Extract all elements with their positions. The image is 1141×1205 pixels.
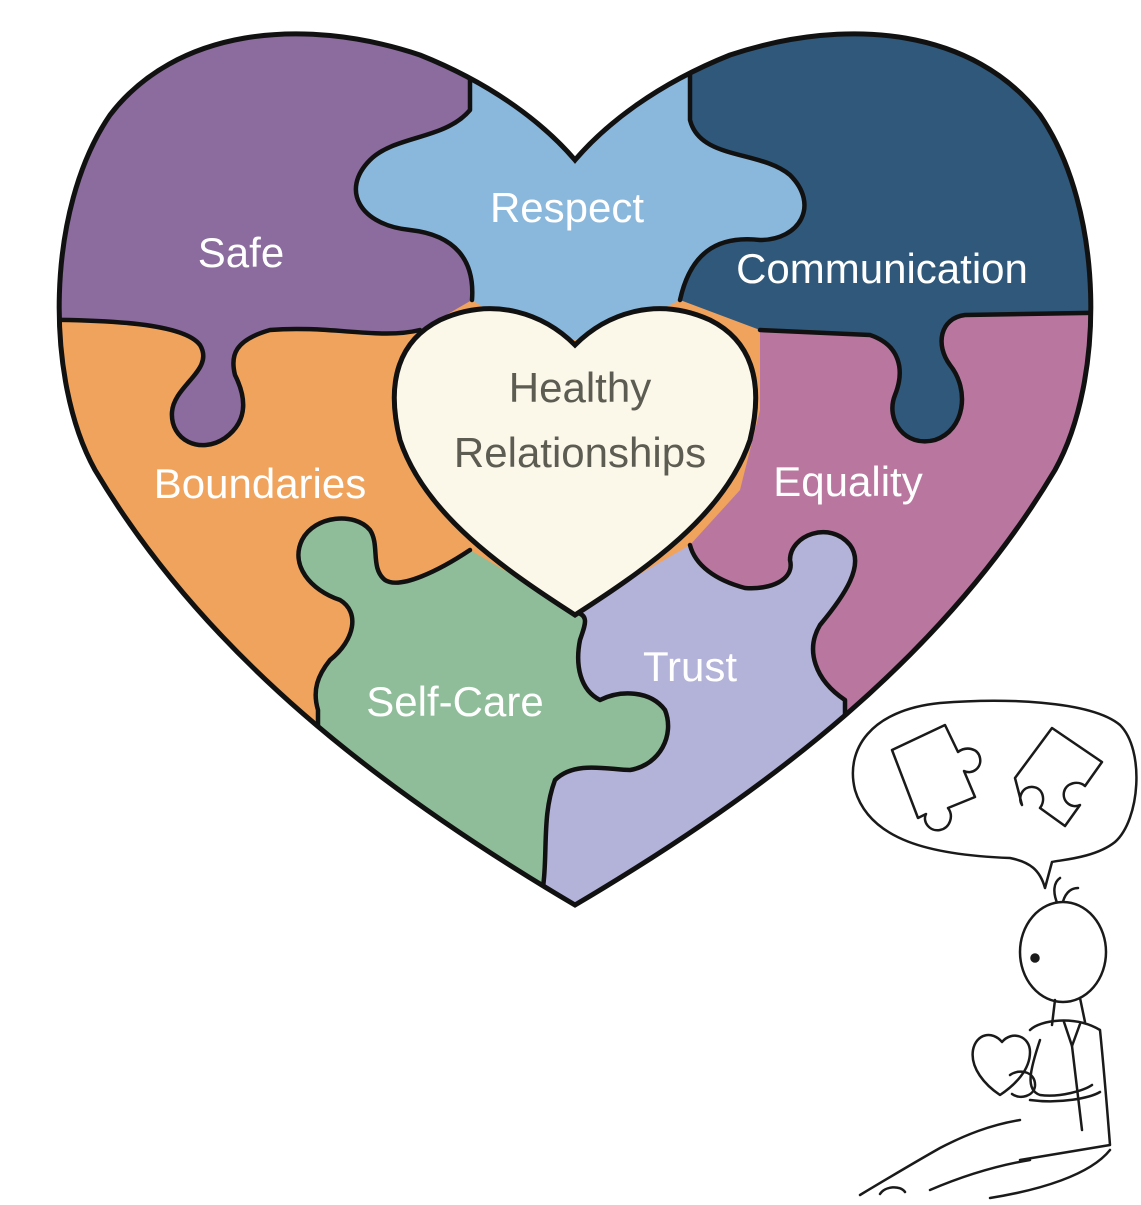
label-trust: Trust (643, 643, 737, 690)
puzzle-piece-respect (355, 33, 805, 340)
label-selfcare: Self-Care (366, 678, 543, 725)
heart-outline (56, 31, 1094, 908)
label-boundaries: Boundaries (154, 460, 366, 507)
puzzle-pieces-thought-bubble-icon (851, 699, 1138, 890)
center-label-line2: Relationships (454, 429, 706, 476)
label-respect: Respect (490, 184, 644, 231)
puzzle-piece-trust (540, 532, 856, 906)
puzzle-piece-safe (59, 33, 473, 446)
label-equality: Equality (773, 458, 922, 505)
label-safe: Safe (198, 229, 284, 276)
eye-dot (1030, 953, 1040, 963)
center-heart (391, 306, 759, 618)
person-sitting-holding-heart-icon (858, 876, 1112, 1200)
label-communication: Communication (736, 245, 1028, 292)
center-label-line1: Healthy (509, 364, 651, 411)
